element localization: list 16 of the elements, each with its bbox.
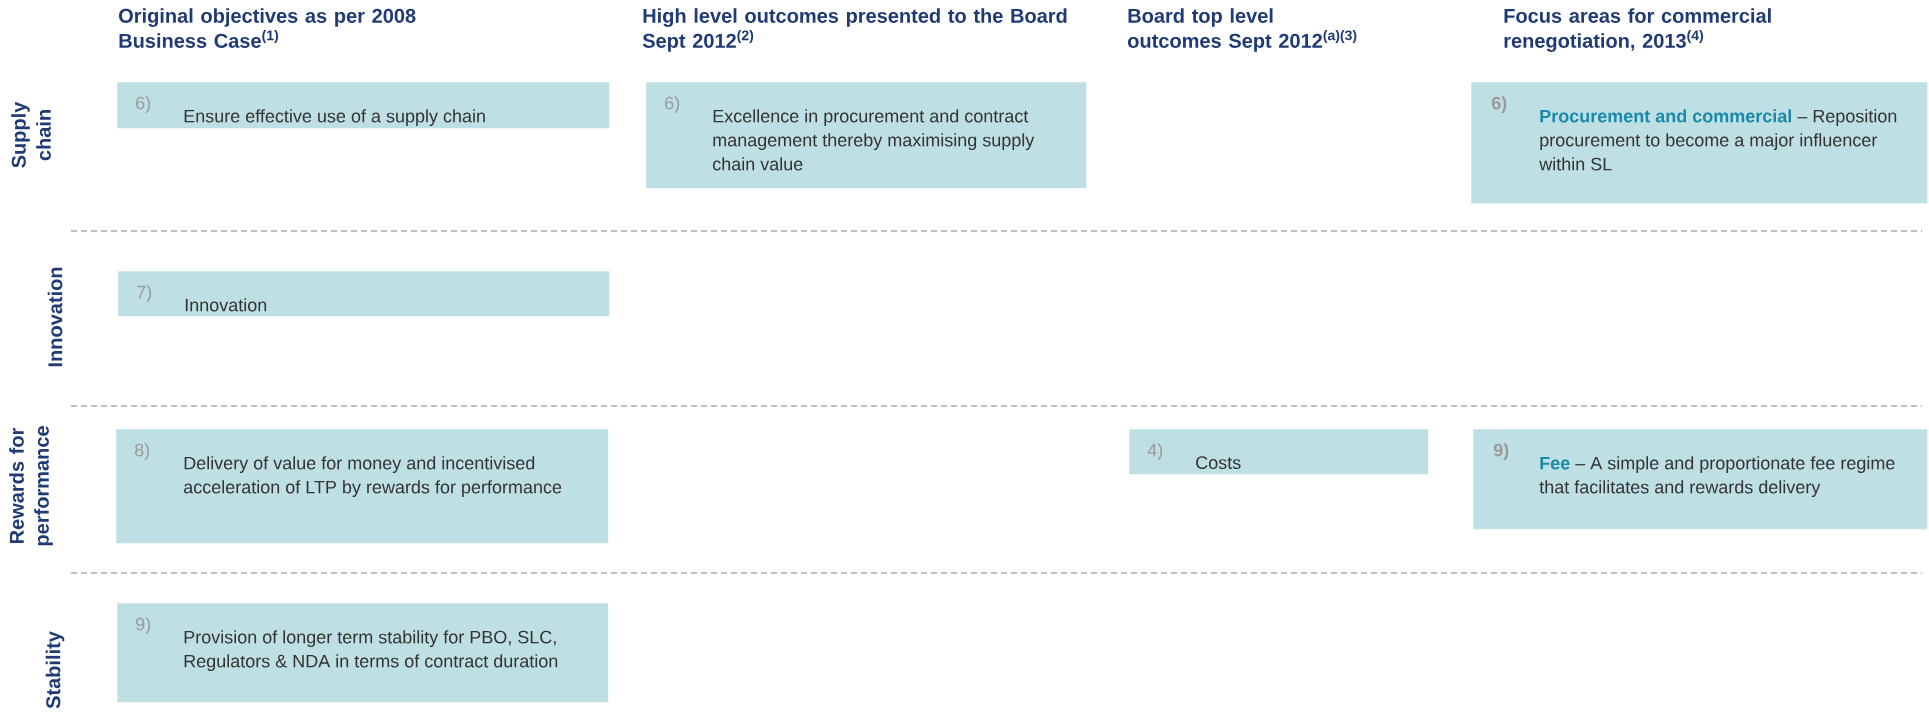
text-box: 6) Excellence in procurement and contract management thereby maximising supply chain value: [646, 82, 1087, 189]
text-box: 8) Delivery of value for money and incentivised acceleration of LTP by rewards for performance: [116, 429, 609, 544]
text-box: 4) Costs: [1129, 429, 1429, 475]
row-heading: Supply chain: [11, 101, 51, 168]
text-box: 9) Fee – A simple and proportionate fee regime that facilitates and rewards delivery: [1473, 429, 1928, 530]
column-heading: High level outcomes presented to the Board Sept 2012$^{(2)}$: [642, 8, 1067, 52]
text-box: 7) Innovation: [118, 271, 610, 317]
text-box: 6) Ensure effective use of a supply chain: [117, 82, 610, 129]
column-heading: Focus areas for commercial renegotiation, 2013$^{(4)}$: [1504, 8, 1771, 52]
row-heading: Stability: [45, 631, 65, 709]
column-heading: Original objectives as per 2008 Business Case$^{(1)}$: [119, 8, 416, 48]
text-box: 9) Provision of longer term stability for PBO, SLC, Regulators & NDA in terms of contract duration: [117, 603, 609, 703]
row-heading: Rewards for performance: [9, 426, 53, 546]
row-heading: Innovation: [47, 267, 63, 367]
column-heading: Board top level outcomes Sept 2012$^{(a)(3)}$: [1128, 8, 1357, 52]
text-box: 6) Procurement and commercial – Reposition procurement to become a major influencer within SL: [1471, 82, 1928, 204]
